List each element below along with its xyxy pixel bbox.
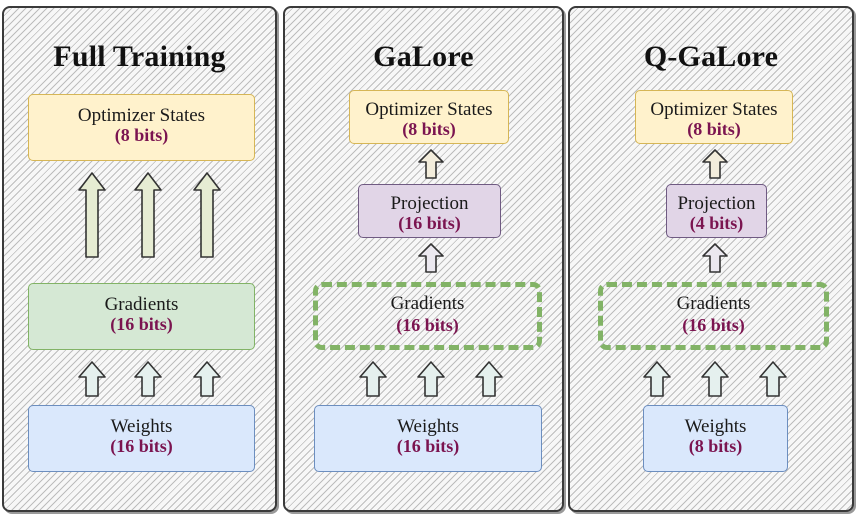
gradients-box: Gradients (16 bits) (28, 283, 255, 350)
weights-box: Weights (8 bits) (643, 405, 788, 472)
box-bits: (16 bits) (682, 314, 745, 335)
weights-box: Weights (16 bits) (28, 405, 255, 472)
box-bits: (16 bits) (110, 313, 173, 334)
box-label: Projection (390, 193, 469, 214)
up-arrow-icon (78, 172, 106, 258)
box-label: Weights (684, 416, 747, 437)
up-arrow-icon (702, 243, 728, 273)
optimizer-states-box: Optimizer States (8 bits) (349, 90, 509, 144)
box-label: Weights (397, 416, 459, 437)
up-arrow-icon (193, 172, 221, 258)
gradients-label: Gradients (16 bits) (313, 293, 542, 336)
up-arrow-icon (418, 243, 444, 273)
box-label: Projection (677, 193, 756, 214)
up-arrow-icon (78, 361, 106, 397)
box-label: Optimizer States (77, 105, 206, 126)
up-arrow-icon (359, 361, 387, 397)
box-bits: (16 bits) (396, 435, 460, 456)
box-label: Gradients (676, 293, 751, 314)
box-bits: (16 bits) (110, 435, 173, 456)
gradients-dashed-frame (313, 282, 542, 350)
gradients-dashed-frame (598, 282, 829, 350)
optimizer-states-box: Optimizer States (8 bits) (28, 94, 255, 161)
up-arrow-icon (759, 361, 787, 397)
up-arrow-icon (475, 361, 503, 397)
panel-title: GaLore (373, 40, 474, 73)
box-label: Optimizer States (650, 99, 778, 120)
projection-box: Projection (4 bits) (666, 184, 767, 238)
panel-title: Full Training (53, 40, 226, 73)
box-label: Weights (110, 416, 173, 437)
up-arrow-icon (702, 149, 728, 179)
optimizer-states-box: Optimizer States (8 bits) (635, 90, 793, 144)
box-label: Optimizer States (365, 99, 493, 120)
box-bits: (16 bits) (398, 212, 461, 233)
up-arrow-icon (418, 149, 444, 179)
box-bits: (16 bits) (396, 314, 459, 335)
up-arrow-icon (701, 361, 729, 397)
up-arrow-icon (134, 172, 162, 258)
box-label: Gradients (104, 294, 179, 315)
box-bits: (4 bits) (689, 212, 744, 233)
up-arrow-icon (193, 361, 221, 397)
up-arrow-icon (643, 361, 671, 397)
up-arrow-icon (417, 361, 445, 397)
box-bits: (8 bits) (688, 435, 743, 456)
up-arrow-icon (134, 361, 162, 397)
box-label: Gradients (390, 293, 465, 314)
box-bits: (8 bits) (402, 118, 456, 139)
projection-box: Projection (16 bits) (358, 184, 501, 238)
box-bits: (8 bits) (687, 118, 741, 139)
box-bits: (8 bits) (114, 124, 169, 145)
weights-box: Weights (16 bits) (314, 405, 542, 472)
gradients-label: Gradients (16 bits) (598, 293, 829, 336)
panel-title: Q-GaLore (643, 40, 779, 73)
